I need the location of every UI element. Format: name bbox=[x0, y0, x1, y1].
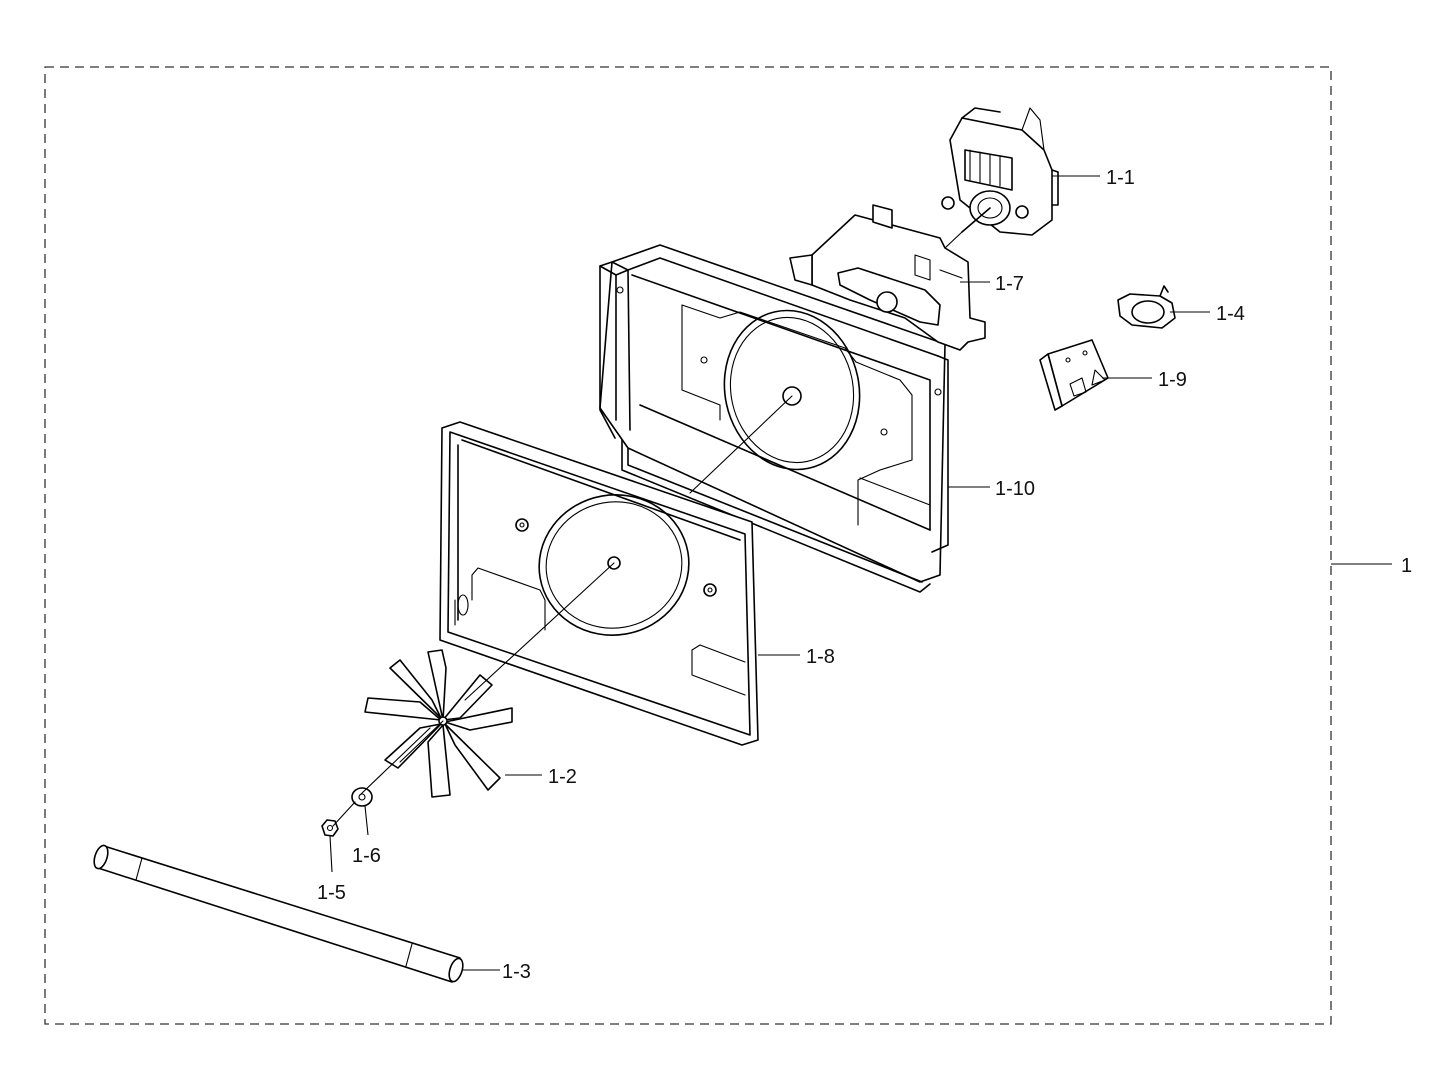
callout-1-10: 1-10 bbox=[995, 478, 1035, 500]
thermostat bbox=[1117, 285, 1176, 329]
callout-1-1: 1-1 bbox=[1106, 167, 1135, 189]
rear-housing bbox=[599, 244, 949, 593]
motor bbox=[941, 107, 1059, 236]
callout-1: 1 bbox=[1401, 555, 1412, 577]
assembly-axis-lines bbox=[332, 231, 963, 827]
callout-1-2: 1-2 bbox=[548, 766, 577, 788]
bracket-clip bbox=[1039, 339, 1109, 411]
front-cover bbox=[439, 421, 759, 746]
nut bbox=[321, 819, 339, 837]
leader-lines bbox=[329, 175, 1392, 971]
callout-1-6: 1-6 bbox=[352, 845, 381, 867]
motor-bracket bbox=[789, 204, 986, 351]
assembly-boundary bbox=[44, 66, 1332, 1025]
fan-blade bbox=[364, 649, 513, 798]
callout-1-9: 1-9 bbox=[1158, 369, 1187, 391]
callout-1-4: 1-4 bbox=[1216, 303, 1245, 325]
washer bbox=[351, 787, 373, 807]
heater-tube bbox=[93, 844, 464, 983]
callout-1-8: 1-8 bbox=[806, 646, 835, 668]
callout-1-5: 1-5 bbox=[317, 882, 346, 904]
callout-1-3: 1-3 bbox=[502, 961, 531, 983]
callout-1-7: 1-7 bbox=[995, 273, 1024, 295]
